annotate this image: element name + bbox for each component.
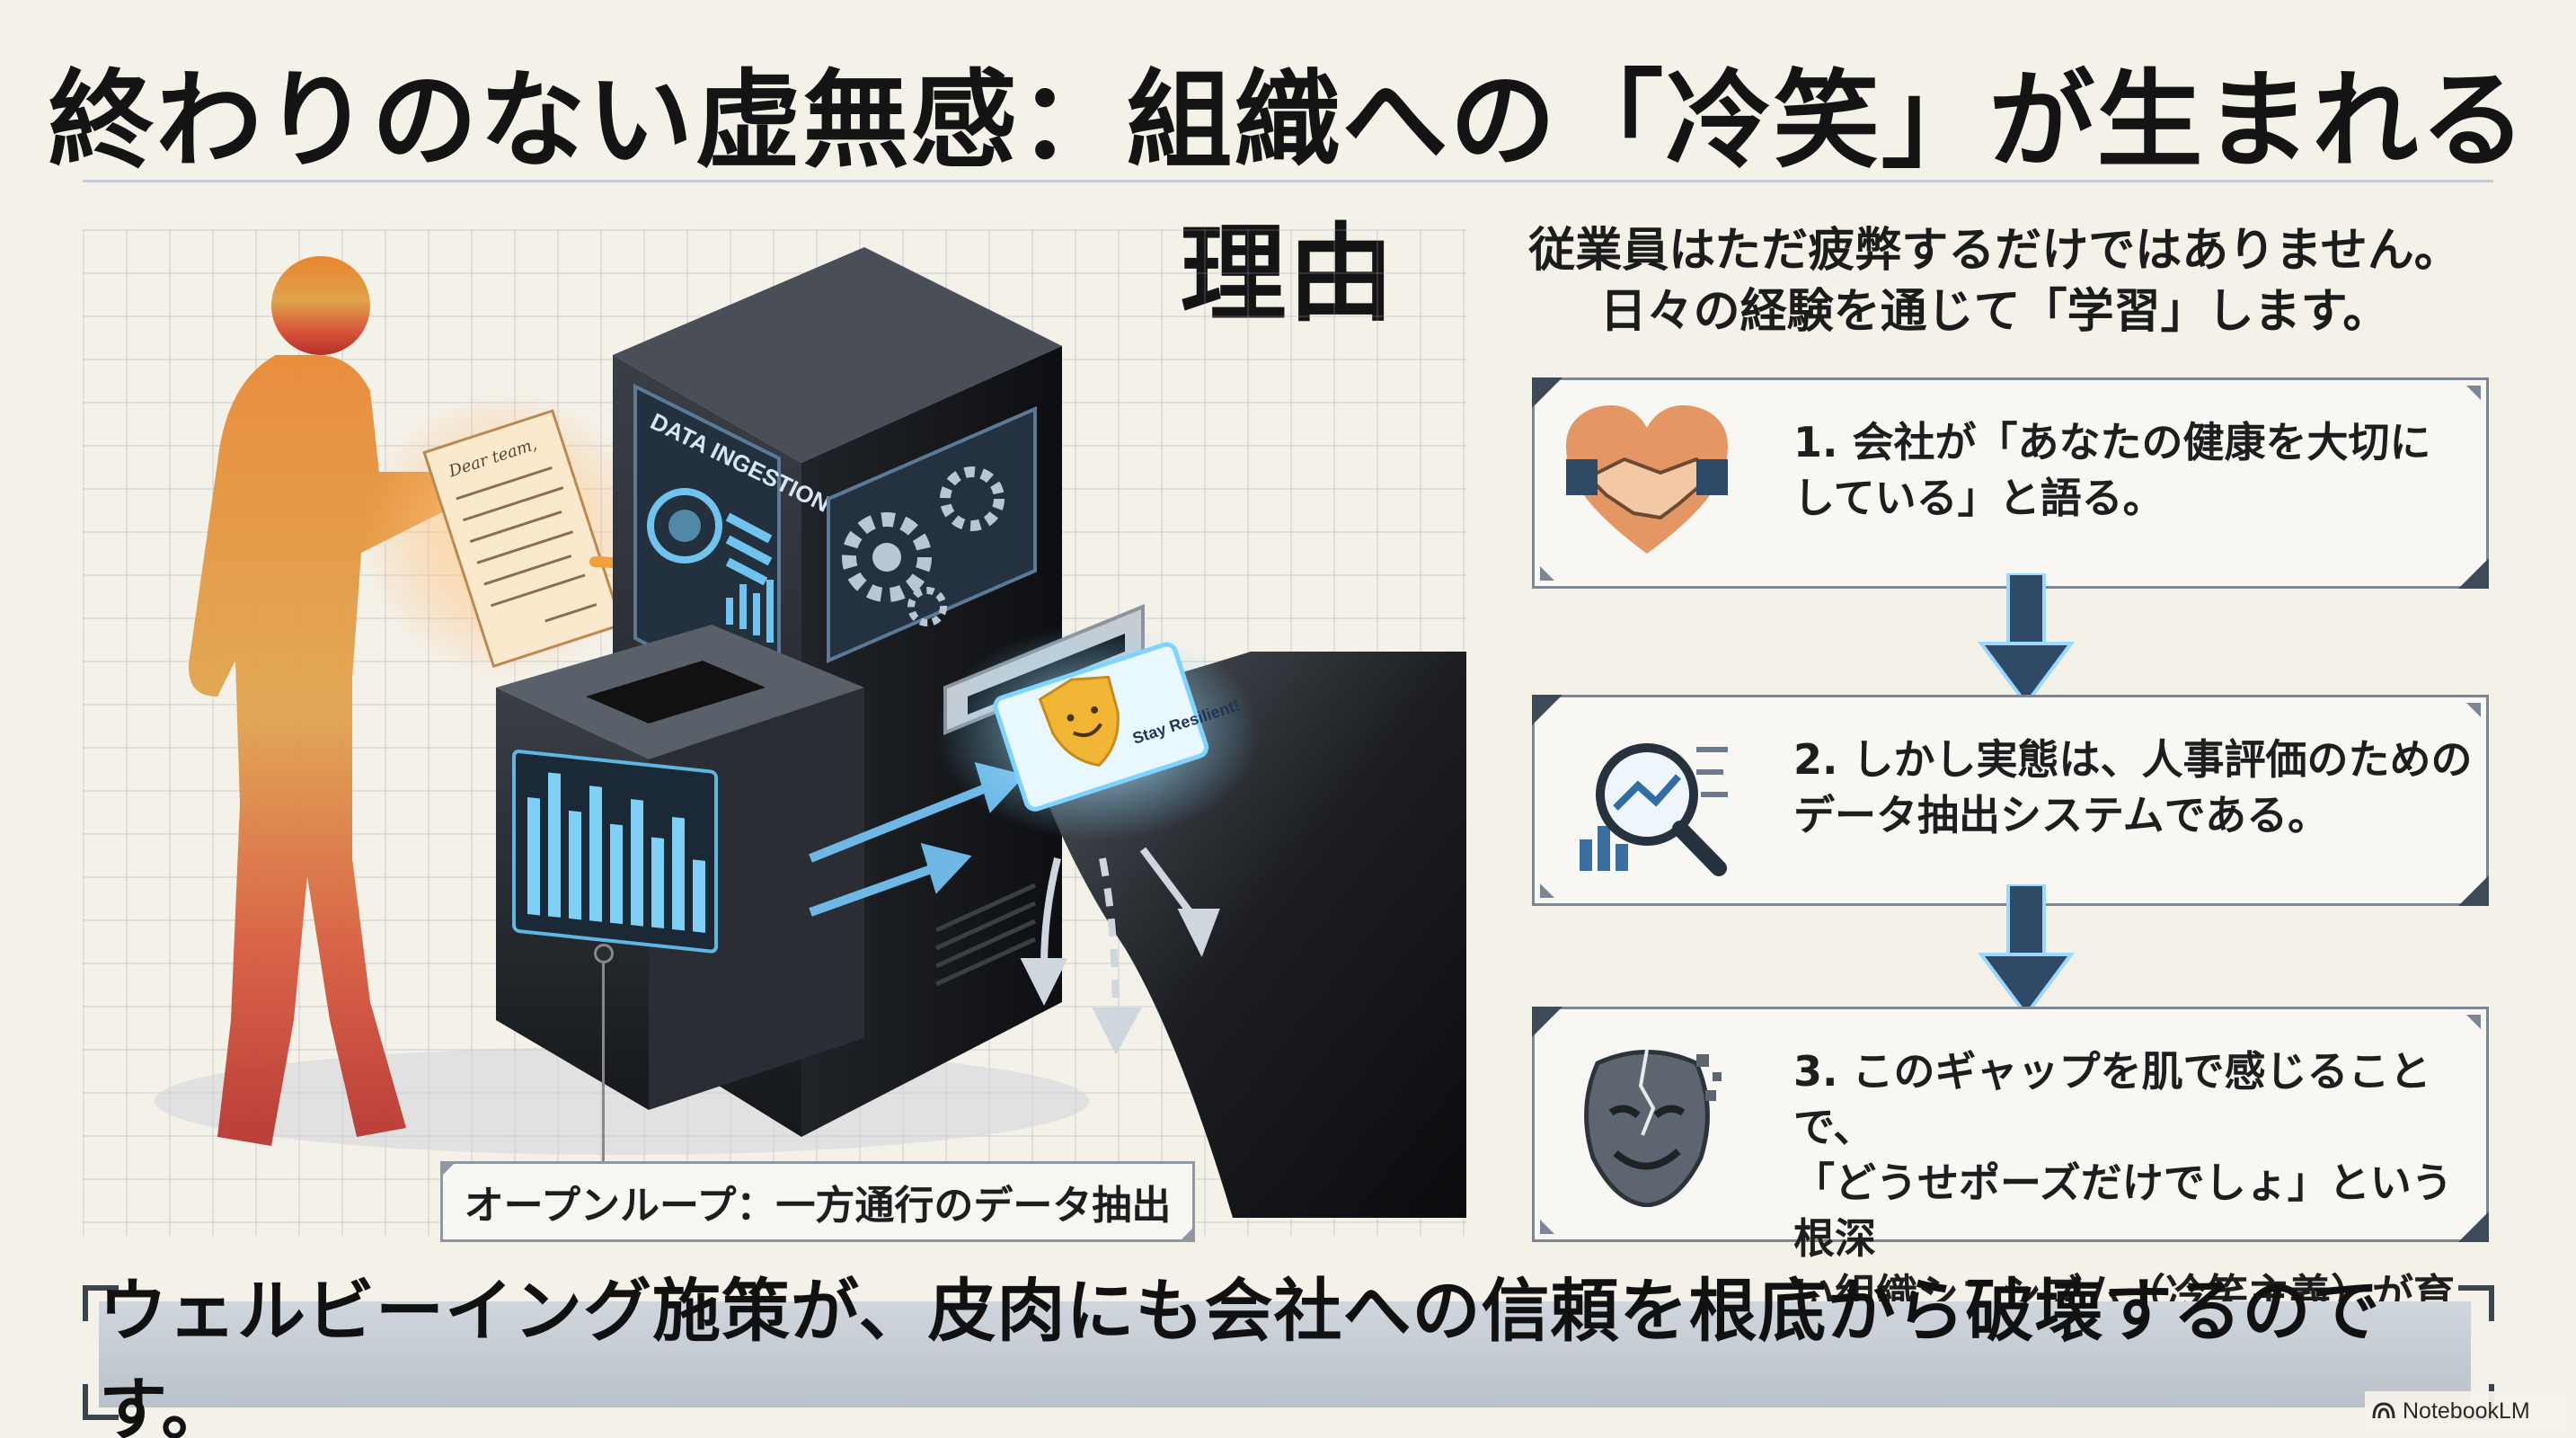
banner-bracket: [83, 1384, 119, 1420]
title-divider: [83, 180, 2493, 182]
handshake-heart-icon: [1566, 405, 1728, 554]
open-loop-caption: オープンループ：一方通行のデータ抽出: [440, 1161, 1195, 1242]
intro-line-1: 従業員はただ疲弊するだけではありません。: [1528, 224, 2461, 278]
data-ingestion-illustration: Dear team, DATA INGESTION HUB: [155, 247, 1466, 1218]
banner-bracket: [2458, 1285, 2494, 1321]
magnifier-chart-icon: [1580, 743, 1728, 876]
step-2-text: 2. しかし実態は、人事評価のための データ抽出システムである。: [1793, 735, 2473, 839]
page-title: 終わりのない虚無感：組織への「冷笑」が生まれる理由: [48, 58, 2528, 336]
letter-paper: Dear team,: [422, 409, 624, 669]
intro-line-2: 日々の経験を通じて「学習」します。: [1599, 285, 2390, 339]
downstream-arrows: [1020, 847, 1220, 1055]
step-card-3: 3. このギャップを肌で感じることで、 「どうせポーズだけでしょ」という根深 い…: [1532, 1007, 2489, 1374]
down-arrow-icon: [1978, 884, 2075, 1018]
notebooklm-logo-icon: [2372, 1402, 2395, 1419]
banner-bracket: [83, 1285, 119, 1321]
cracked-mask-icon: [1584, 1049, 1722, 1207]
caption-pointer-line: [602, 963, 605, 1161]
person-figure: [189, 256, 478, 1146]
down-arrow-icon: [1978, 573, 2075, 707]
caption-pointer-dot: [594, 944, 614, 963]
smiling-shield-icon: [1038, 675, 1120, 767]
step-1-text: 1. 会社が「あなたの健康を大切に している」と語る。: [1793, 418, 2431, 522]
shredder-box: [496, 625, 864, 1110]
notebooklm-watermark: NotebookLM: [2365, 1391, 2567, 1431]
step-card-2: 2. しかし実態は、人事評価のための データ抽出システムである。: [1532, 695, 2489, 906]
step-card-1: 1. 会社が「あなたの健康を大切に している」と語る。: [1532, 377, 2489, 589]
conclusion-banner: ウェルビーイング施策が、皮肉にも会社への信頼を根底から破壊するのです。: [99, 1271, 2471, 1438]
brand-label: NotebookLM: [2403, 1398, 2530, 1424]
intro-text: 従業員はただ疲弊するだけではありません。 日々の経験を通じて「学習」します。: [1474, 220, 2516, 342]
